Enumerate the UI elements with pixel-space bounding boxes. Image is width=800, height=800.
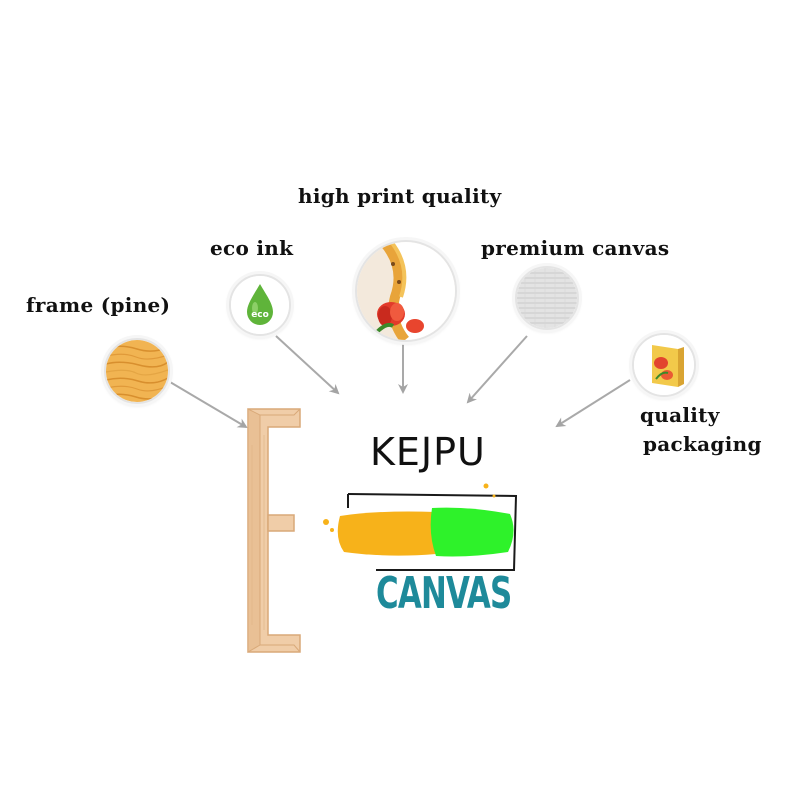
svg-text:eco: eco bbox=[251, 310, 269, 320]
eco-drop-icon: eco bbox=[229, 274, 291, 336]
label-packaging: packaging bbox=[643, 432, 762, 456]
brand-name: KEJPU bbox=[370, 430, 486, 474]
arrow-frame bbox=[169, 381, 248, 429]
label-high-print-quality: high print quality bbox=[298, 184, 502, 208]
arrow-eco-ink bbox=[275, 335, 340, 395]
stretcher-frame-icon bbox=[247, 408, 301, 653]
wood-grain-icon bbox=[104, 338, 170, 404]
label-quality: quality bbox=[640, 403, 720, 427]
label-eco-ink: eco ink bbox=[210, 236, 294, 260]
label-premium-canvas: premium canvas bbox=[481, 236, 670, 260]
flower-print-icon bbox=[355, 240, 457, 342]
canvas-word: CANVAS bbox=[376, 568, 512, 619]
label-frame-pine: frame (pine) bbox=[26, 293, 171, 317]
paint-stroke-logo-mark bbox=[323, 483, 518, 571]
package-icon bbox=[632, 333, 696, 397]
arrow-premium-canvas bbox=[466, 335, 528, 404]
canvas-texture-icon bbox=[515, 266, 579, 330]
arrow-packaging bbox=[555, 379, 631, 428]
